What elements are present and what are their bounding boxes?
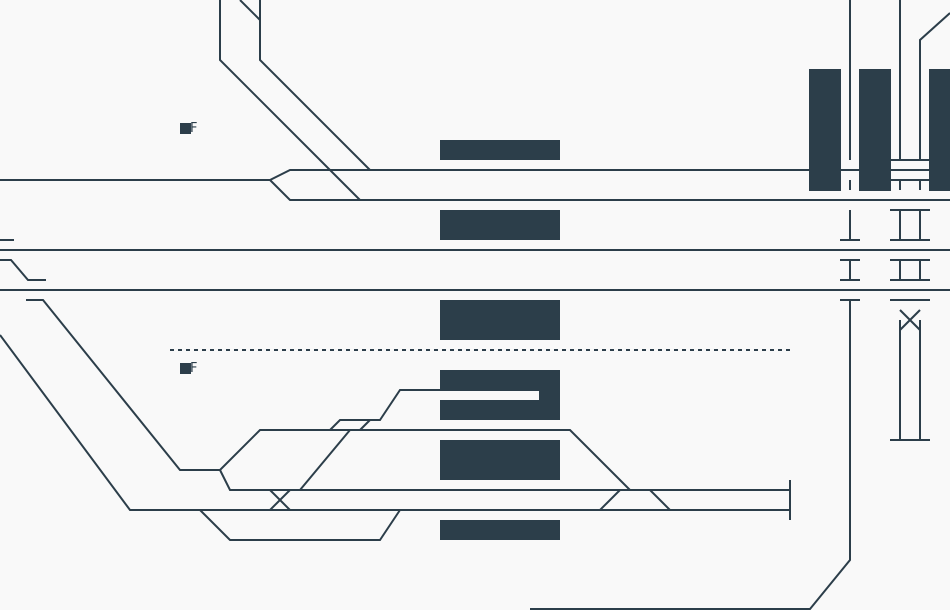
- track: [269, 179, 950, 201]
- track: [0, 334, 790, 511]
- platform-6: [440, 520, 560, 540]
- track: [599, 489, 621, 511]
- floor-label-lower: F: [180, 361, 197, 376]
- floor-label-text: F: [190, 361, 198, 376]
- platform-1: [440, 140, 560, 160]
- track: [329, 389, 540, 431]
- track: [299, 429, 351, 491]
- track: [219, 469, 790, 491]
- track: [199, 509, 401, 541]
- track: [919, 12, 950, 160]
- track: [899, 309, 921, 331]
- track: [259, 0, 371, 171]
- tower-2: [859, 69, 891, 191]
- track: [219, 0, 361, 201]
- square-marker-icon: [180, 123, 191, 134]
- track: [359, 419, 371, 431]
- platforms: [440, 69, 950, 540]
- track: [0, 259, 46, 281]
- platform-5: [440, 440, 560, 480]
- platform-3: [440, 300, 560, 340]
- platform-2: [440, 210, 560, 240]
- square-marker-icon: [180, 363, 191, 374]
- track: [0, 169, 950, 181]
- tower-1: [809, 69, 841, 191]
- track: [239, 0, 261, 21]
- track: [530, 300, 851, 610]
- track: [269, 489, 291, 511]
- floor-label-upper: F: [180, 121, 197, 136]
- track: [649, 489, 671, 511]
- platform-4: [440, 370, 560, 420]
- tower-3: [929, 69, 950, 191]
- floor-label-text: F: [190, 121, 198, 136]
